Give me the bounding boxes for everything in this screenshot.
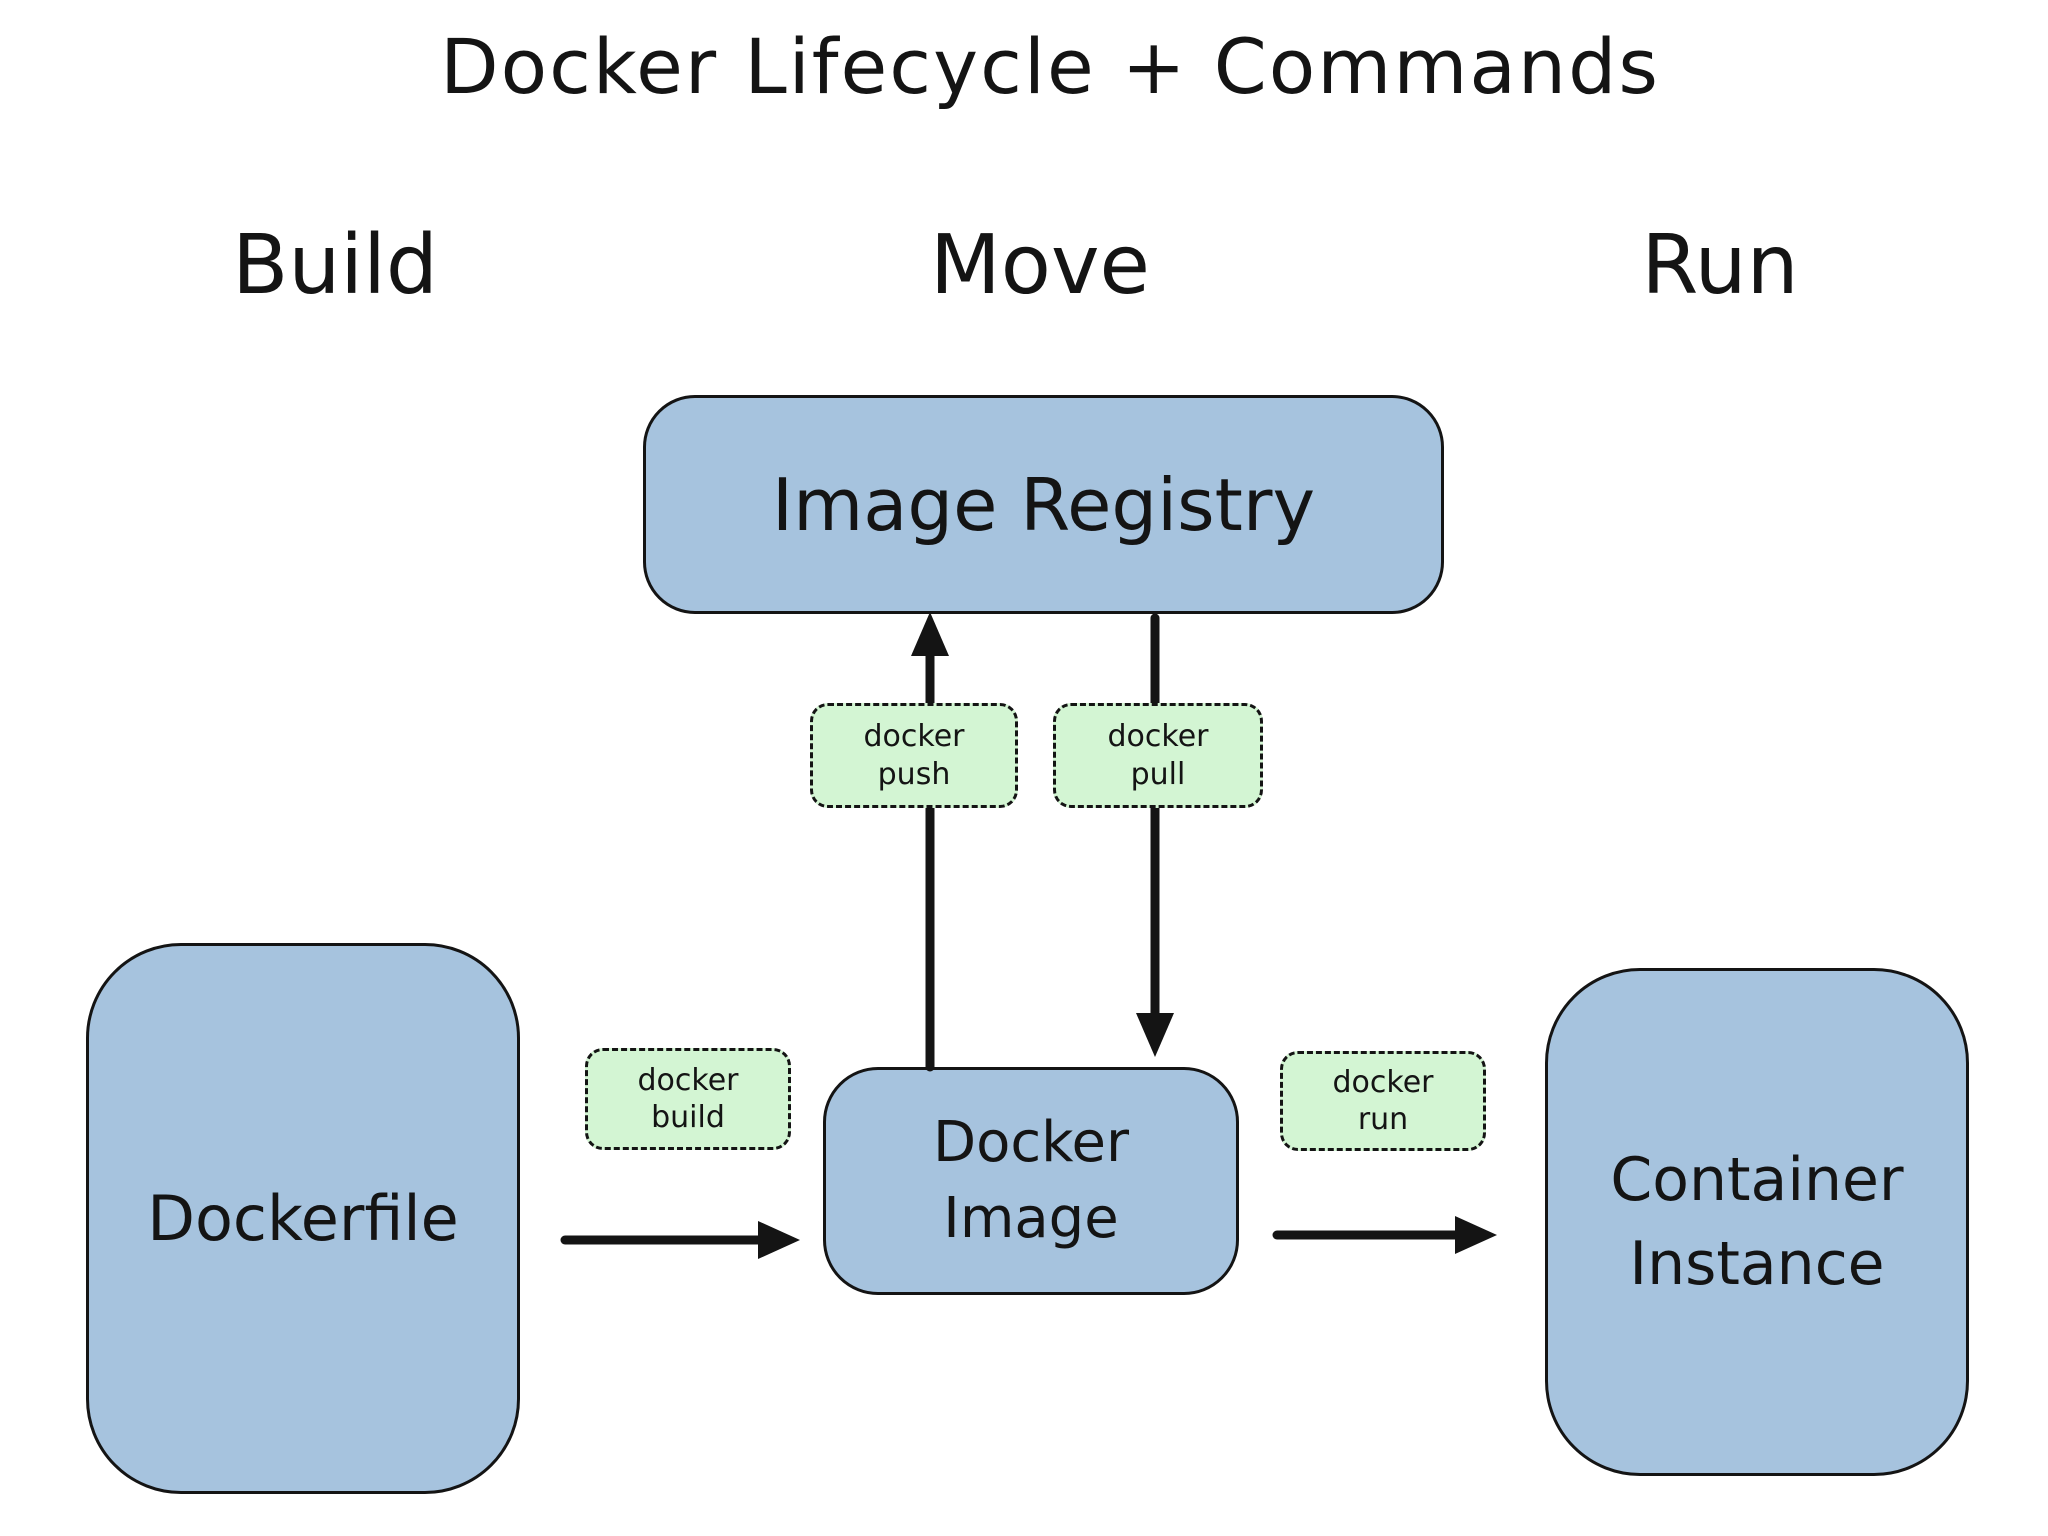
command-chip-docker-build: docker build [585,1048,791,1150]
command-docker-pull-line1: docker [1107,719,1209,754]
arrow-docker-pull-down [1136,613,1174,1057]
phase-label-build: Build [232,218,438,313]
node-dockerfile: Dockerfile [86,943,520,1494]
arrow-docker-push-up [911,612,949,1072]
phase-label-move: Move [930,218,1150,313]
command-docker-pull-line2: pull [1130,756,1186,792]
node-container-instance: Container Instance [1545,968,1969,1476]
command-docker-run-line1: docker [1332,1064,1434,1100]
node-container-instance-label-line1: Container [1610,1145,1904,1215]
node-dockerfile-label: Dockerfile [147,1181,459,1255]
node-image-registry-label: Image Registry [771,462,1316,547]
diagram-title: Docker Lifecycle + Commands [440,22,1660,111]
command-docker-push-line1: docker [863,719,965,754]
command-docker-build-line1: docker [637,1062,739,1098]
command-chip-docker-pull: docker pull [1053,703,1263,808]
command-docker-build-line2: build [651,1100,725,1135]
node-image-registry: Image Registry [643,395,1444,614]
command-docker-run-line2: run [1357,1102,1409,1137]
node-docker-image-label-line1: Docker [932,1110,1130,1176]
arrow-dockerfile-to-image [560,1221,800,1259]
command-chip-docker-run: docker run [1280,1051,1486,1151]
arrow-image-to-container [1272,1216,1497,1254]
command-chip-docker-push: docker push [810,703,1018,808]
phase-label-run: Run [1641,218,1799,313]
node-docker-image: Docker Image [823,1067,1239,1295]
node-docker-image-label-line2: Image [943,1186,1119,1251]
node-container-instance-label-line2: Instance [1629,1229,1885,1299]
command-docker-push-line2: push [877,756,951,792]
